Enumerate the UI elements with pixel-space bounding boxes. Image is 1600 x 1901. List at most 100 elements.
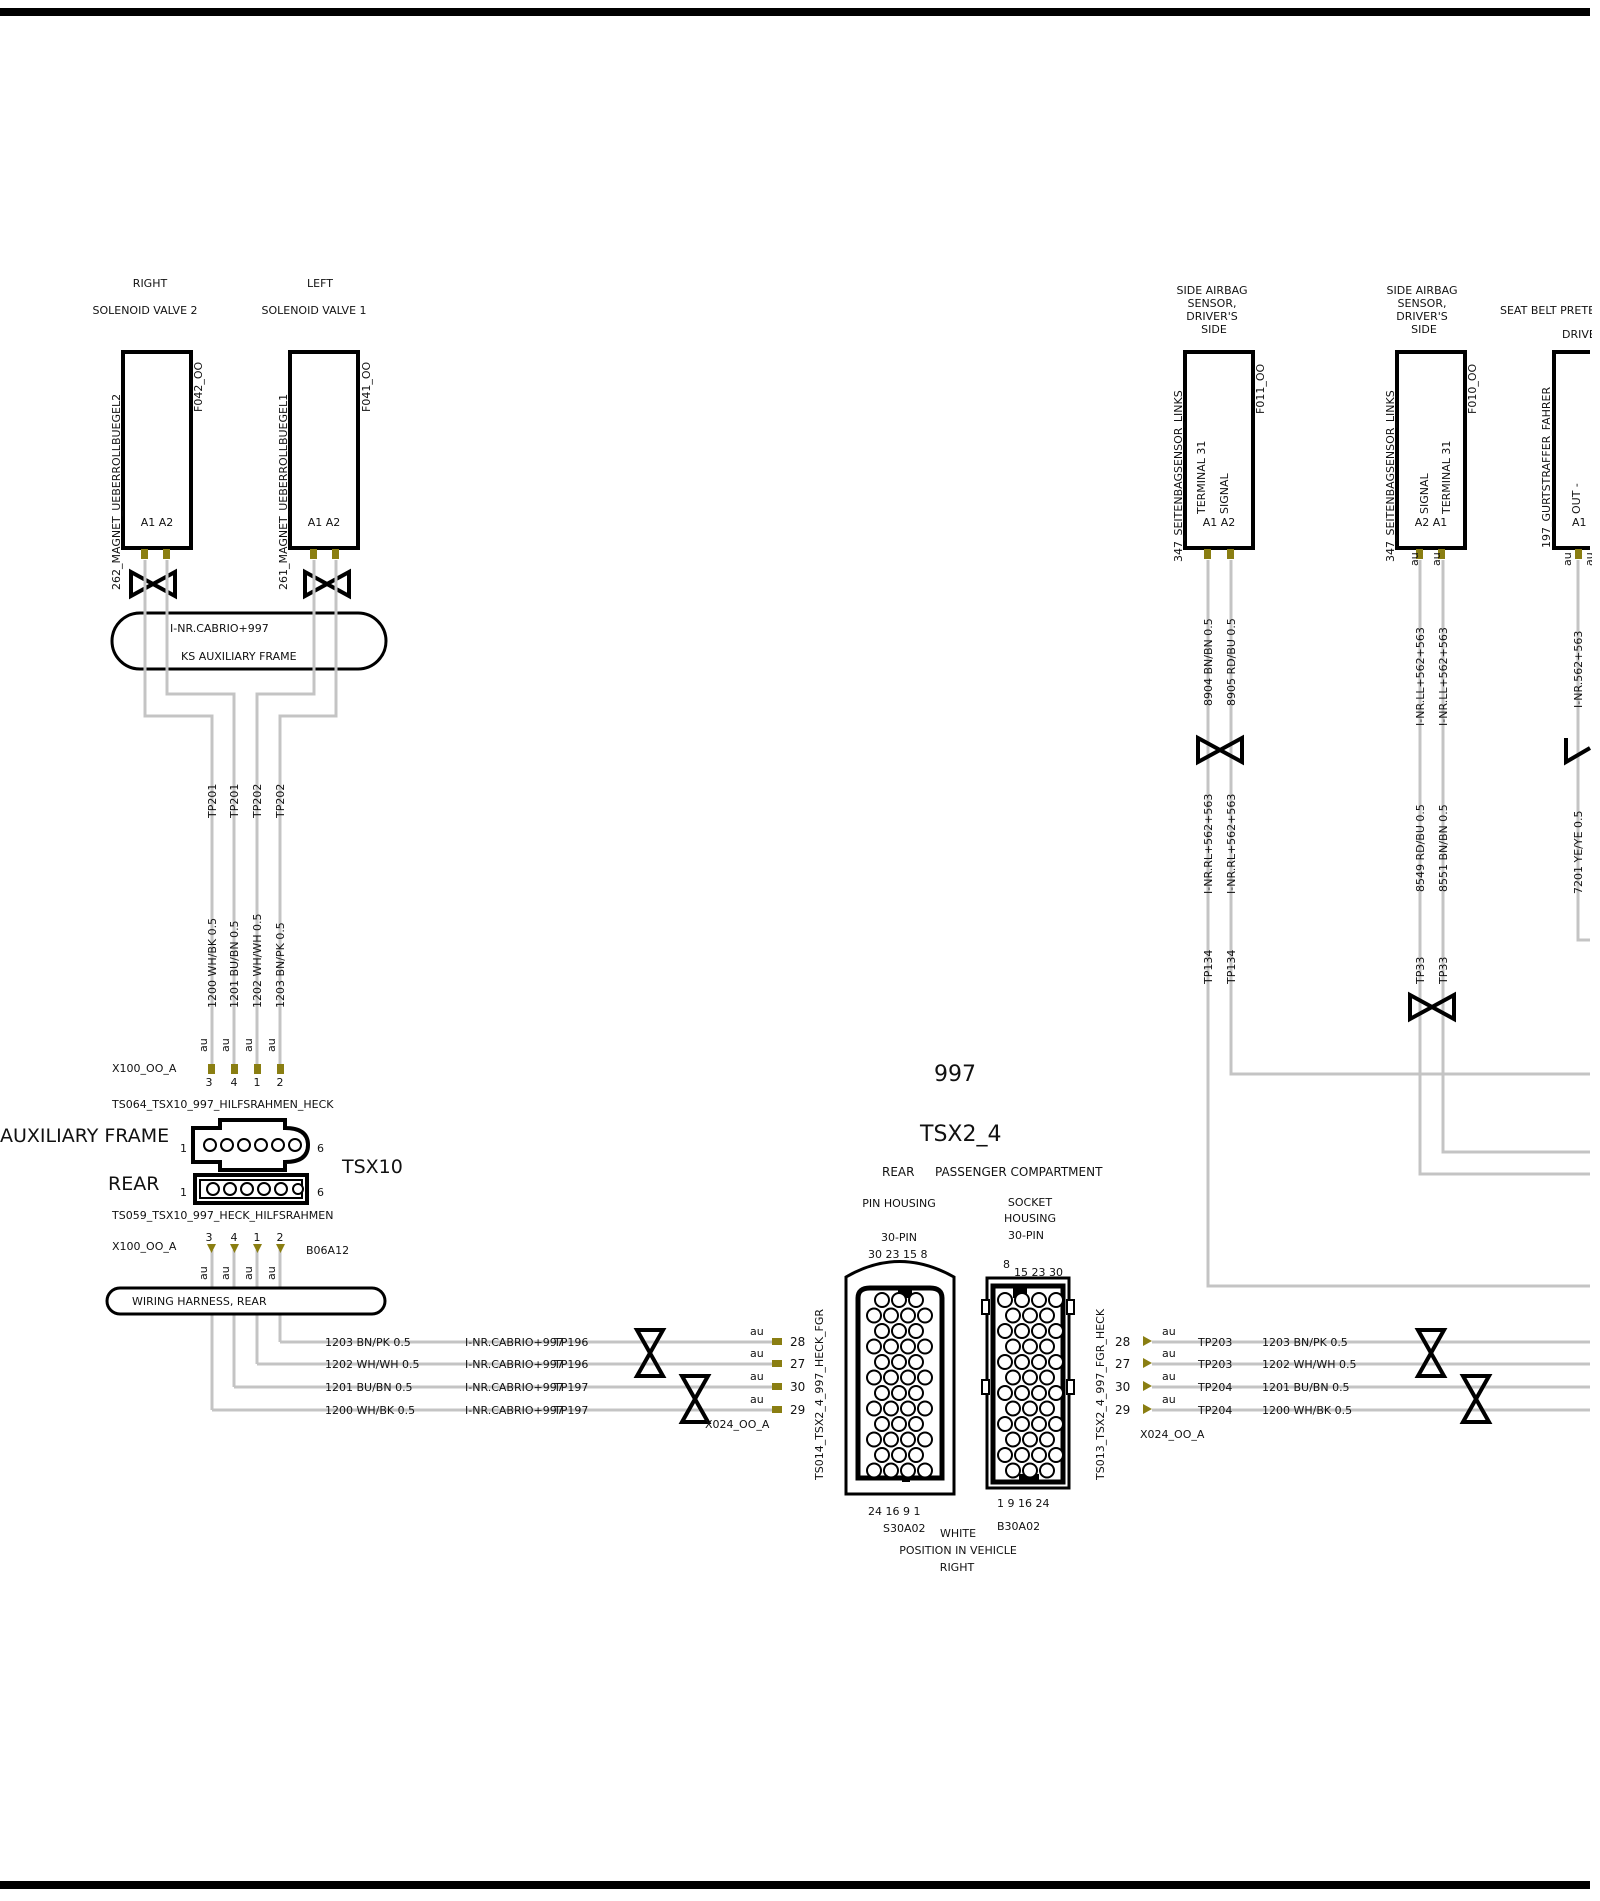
right-edge-mask <box>1592 20 1600 1878</box>
wire-label: 1202 WH/WH 0.5 <box>1262 1358 1356 1371</box>
au-label: au <box>750 1370 764 1383</box>
cavity-icon <box>1039 1400 1055 1417</box>
pin-number: 29 <box>1115 1403 1130 1417</box>
wire-label: 1201 BU/BN 0.5 <box>228 920 241 1008</box>
wire-label: 1201 BU/BN 0.5 <box>1262 1381 1350 1394</box>
pin-number: 1 <box>254 1231 261 1244</box>
wire-label: 1200 WH/BK 0.5 <box>206 918 219 1008</box>
cavity-icon <box>1014 1292 1030 1308</box>
cavity-icon <box>891 1385 907 1401</box>
passenger-side-label: PASSENGER COMPARTMENT <box>935 1165 1103 1179</box>
cavity-icon <box>1031 1385 1047 1401</box>
cavity-icon <box>1005 1307 1021 1324</box>
splice-icon <box>633 1328 712 1424</box>
tsx10-bottom-part: TS059_TSX10_997_HECK_HILFSRAHMEN <box>111 1209 333 1222</box>
sensor-2-code: 347_SEITENBAGSENSOR_LINKS <box>1384 390 1397 562</box>
pin-6-label: 6 <box>317 1186 324 1199</box>
cavity-icon <box>1031 1323 1047 1339</box>
au-label: au <box>1162 1347 1176 1360</box>
cavity-icon <box>1039 1307 1055 1324</box>
auxiliary-frame-label: AUXILIARY FRAME <box>0 1125 169 1147</box>
belt-label-a: OUT - <box>1570 483 1583 514</box>
side-label: RIGHT <box>940 1561 975 1574</box>
wire-inr: I-NR.562+563 <box>1572 631 1585 708</box>
splice-icon <box>1414 1328 1493 1424</box>
x100-bottom-label: X100_OO_A <box>112 1240 177 1253</box>
sensor-1-name: SENSOR, <box>1188 297 1237 310</box>
pin-number: 28 <box>1115 1335 1130 1349</box>
tsx10-connector: X100_OO_A 3 4 1 2 TS064_TSX10_997_HILFSR… <box>0 1062 403 1280</box>
sensor-1-name: SIDE AIRBAG <box>1177 284 1248 297</box>
wiring-harness-rear: WIRING HARNESS, REAR <box>105 1286 387 1316</box>
au-label: au <box>1430 552 1443 566</box>
cavity-icon <box>997 1416 1013 1432</box>
solenoid-valve-2: RIGHT SOLENOID VALVE 2 A1 A2 262_MAGNET_… <box>92 277 205 590</box>
wire-inr: I-NR.CABRIO+997 <box>465 1404 564 1417</box>
cavity-icon <box>997 1447 1013 1463</box>
color-label: WHITE <box>940 1527 976 1540</box>
pin-number: 27 <box>1115 1357 1130 1371</box>
sensor-2-name: SIDE <box>1411 323 1437 336</box>
cavity-icon <box>908 1447 924 1463</box>
cavity-icon <box>891 1416 907 1432</box>
wire-tp: TP203 <box>1197 1336 1232 1349</box>
wire-tp: TP196 <box>553 1358 588 1371</box>
cavity-icon <box>891 1292 907 1308</box>
pin-housing: 30 23 15 8 24 16 9 1 S30A02 <box>844 1248 956 1535</box>
rear-label: REAR <box>108 1173 159 1195</box>
bottom-left-wires: 1203 BN/PK 0.5 1202 WH/WH 0.5 1201 BU/BN… <box>212 1336 778 1417</box>
cavity-icon <box>874 1292 890 1308</box>
belt-name: DRIVE <box>1562 328 1596 341</box>
solenoid-1-pins: A1 A2 <box>308 516 341 529</box>
cavity-icon <box>908 1354 924 1370</box>
solenoid-2-name: SOLENOID VALVE 2 <box>92 304 197 317</box>
cavity-icon <box>1005 1462 1021 1479</box>
cavity-icon <box>917 1400 933 1417</box>
cavity-icon <box>874 1323 890 1339</box>
au-label: au <box>219 1038 232 1052</box>
cavity-icon <box>874 1385 890 1401</box>
cavity-icon <box>1005 1431 1021 1448</box>
wire-label: 1203 BN/PK 0.5 <box>325 1336 411 1349</box>
cavity-icon <box>908 1416 924 1432</box>
tsx2-4-left-part: TS014_TSX2_4_997_HECK_FGR <box>813 1309 826 1481</box>
sensor-2-id: F010_OO <box>1466 364 1479 414</box>
cavity-icon <box>1031 1447 1047 1463</box>
wire-label: 1200 WH/BK 0.5 <box>325 1404 415 1417</box>
cavity-icon <box>1014 1385 1030 1401</box>
cavity-icon <box>917 1369 933 1386</box>
model-label: 997 <box>934 1062 976 1087</box>
x024-left-label: X024_OO_A <box>705 1418 770 1431</box>
wire-label: 8904 BN/BN 0.5 <box>1202 618 1215 706</box>
cavity-icon <box>1031 1292 1047 1308</box>
wire-tp: TP204 <box>1197 1404 1232 1417</box>
wire-tp: TP33 <box>1437 957 1450 985</box>
wire-label: 8551 BN/BN 0.5 <box>1437 804 1450 892</box>
sensor-2-name: DRIVER'S <box>1396 310 1447 323</box>
wire-tp: TP134 <box>1225 950 1238 985</box>
wire-label: 7201 YE/YE 0.5 <box>1572 810 1585 894</box>
sensor-1-id: F011_OO <box>1254 364 1267 414</box>
right-wire-labels: 8904 BN/BN 0.5 8905 RD/BU 0.5 I-NR.RL+56… <box>1202 618 1585 985</box>
pin-6-label: 6 <box>317 1142 324 1155</box>
cavity-icon <box>917 1307 933 1324</box>
au-label: au <box>1408 552 1421 566</box>
wire-label: 8905 RD/BU 0.5 <box>1225 618 1238 706</box>
wire-tp: TP33 <box>1414 957 1427 985</box>
wire-label: 1200 WH/BK 0.5 <box>1262 1404 1352 1417</box>
wire-label: 1201 BU/BN 0.5 <box>325 1381 413 1394</box>
splice-icon <box>1196 734 1592 1023</box>
cavity-icon <box>1039 1369 1055 1386</box>
wire-label: 1202 WH/WH 0.5 <box>325 1358 419 1371</box>
tsx10-code: B06A12 <box>306 1244 349 1257</box>
wire-inr: I-NR.LL+562+563 <box>1437 627 1450 726</box>
wire-inr: I-NR.CABRIO+997 <box>465 1358 564 1371</box>
au-label: au <box>265 1038 278 1052</box>
pin-number: 1 <box>254 1076 261 1089</box>
cavity-icon <box>908 1385 924 1401</box>
cavity-icon <box>900 1431 916 1448</box>
tsx2-4-right-pins: TS013_TSX2_4_997_FGR_HECK 28 27 30 29 au… <box>1094 1308 1205 1481</box>
cavity-icon <box>866 1307 882 1324</box>
cavity-icon <box>866 1431 882 1448</box>
left-wire-tp-labels: TP201 TP201 TP202 TP202 1200 WH/BK 0.5 1… <box>197 784 287 1052</box>
